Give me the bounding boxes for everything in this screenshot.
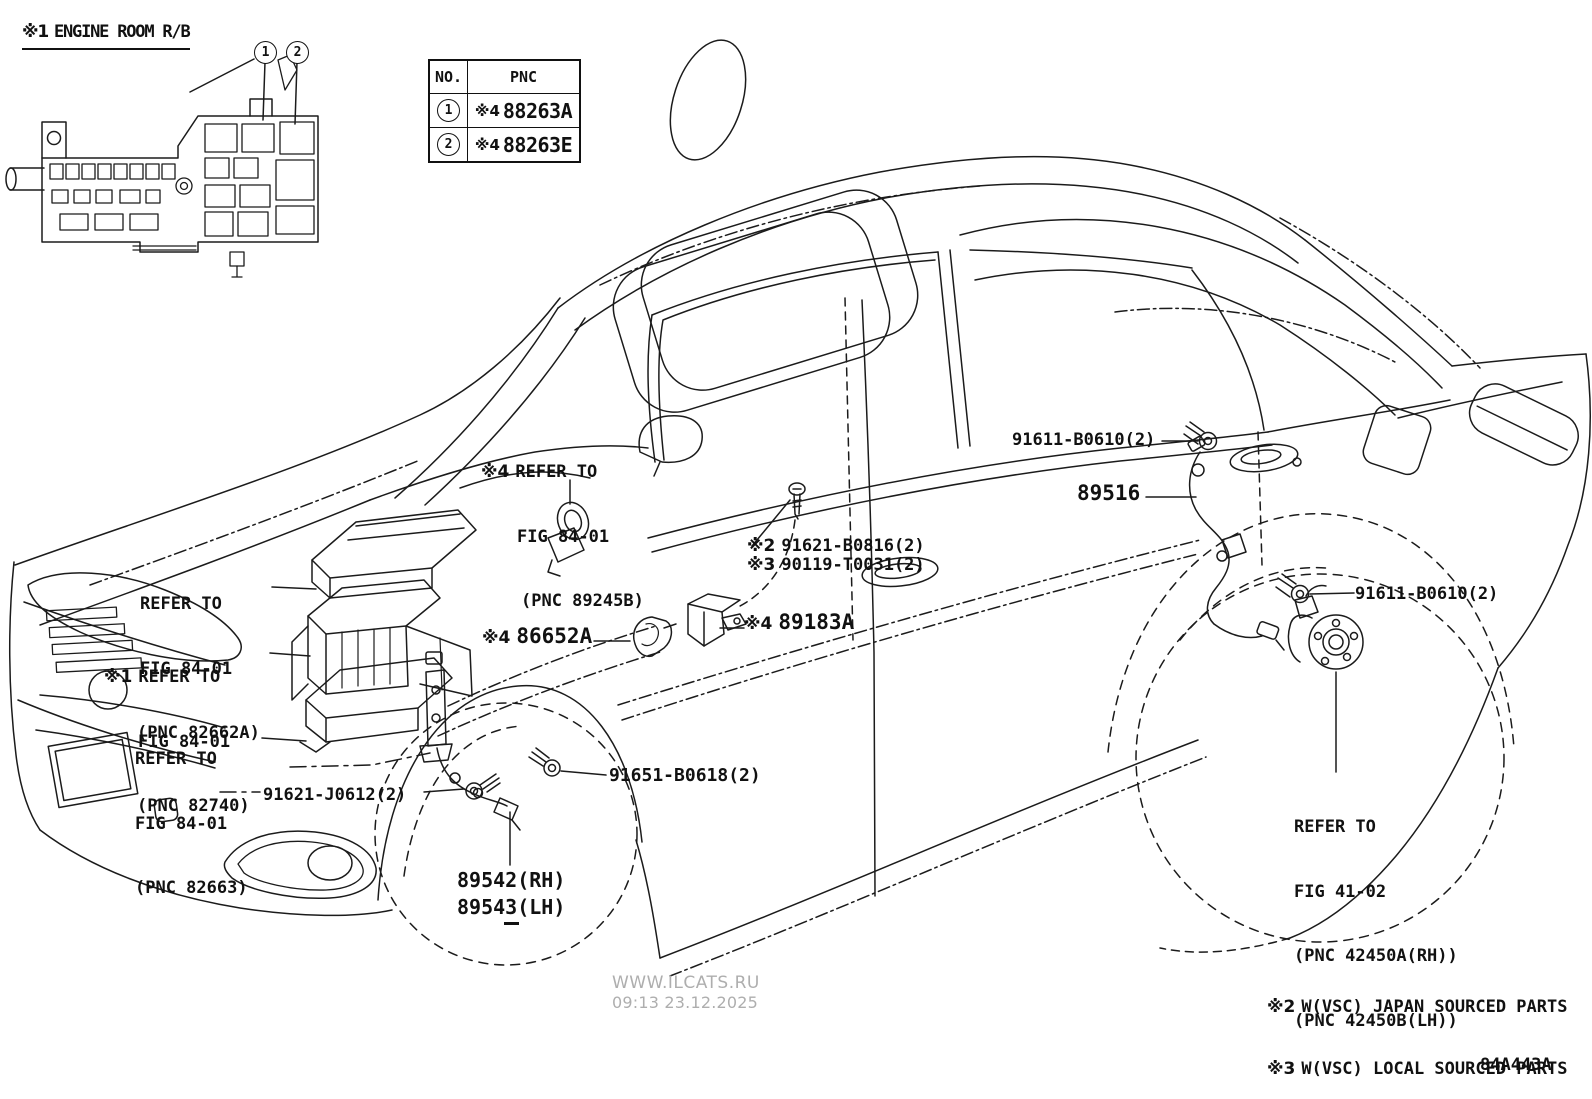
- label-ref-fig41-02: REFER TO FIG 41-02 (PNC 42450A(RH)) (PNC…: [1294, 817, 1458, 1031]
- label-ref-82663: REFER TO FIG 84-01 (PNC 82663): [135, 749, 248, 898]
- sensor-89245b: [547, 501, 590, 577]
- label-underline: [504, 922, 519, 925]
- label-91611-b0610-upper: 91611-B0610(2): [1012, 430, 1156, 450]
- label-91621-j0612: 91621-J0612(2): [263, 785, 407, 805]
- rear-abs-sensor-cable: [1187, 435, 1285, 651]
- rear-hub-assembly: [1287, 584, 1364, 670]
- screw-91611-upper: [1183, 421, 1218, 451]
- screw-91611-lower: [1275, 573, 1310, 604]
- label-91611-b0610-lower: 91611-B0610(2): [1355, 584, 1499, 604]
- car-body-outline: [14, 39, 1591, 977]
- front-fascia-detail: [8, 471, 661, 917]
- label-ref-82662a: REFER TO FIG 84-01 (PNC 82662A): [137, 594, 260, 743]
- label-89543-lh: 89543(LH): [457, 895, 566, 919]
- label-91651-b0618: 91651-B0618(2): [609, 765, 761, 786]
- callout-2: 2: [286, 41, 309, 64]
- label-89542-rh: 89542(RH): [457, 868, 566, 892]
- col-no: NO.: [430, 61, 468, 93]
- watermark: WWW.ILCATS.RU 09:13 23.12.2025: [612, 973, 760, 1012]
- col-pnc: PNC: [509, 68, 538, 86]
- label-89516: 89516: [1077, 481, 1141, 505]
- callout-1: 1: [254, 41, 277, 64]
- screw-beltline: [788, 482, 806, 520]
- clamp-86652a: [632, 616, 677, 658]
- screw-91621-j0612: [465, 773, 501, 800]
- leader-lines: [219, 440, 1355, 866]
- screw-91651-b0618: [528, 747, 561, 777]
- diagram-code: 84A443A: [1480, 1055, 1552, 1075]
- pnc-table-header: NO. PNC: [430, 61, 579, 93]
- engine-bay-relay-boxes: [291, 509, 521, 831]
- wheels: [374, 513, 1515, 966]
- sensor-89183a: [687, 593, 747, 647]
- fuse-box-inset-drawing: [5, 54, 319, 278]
